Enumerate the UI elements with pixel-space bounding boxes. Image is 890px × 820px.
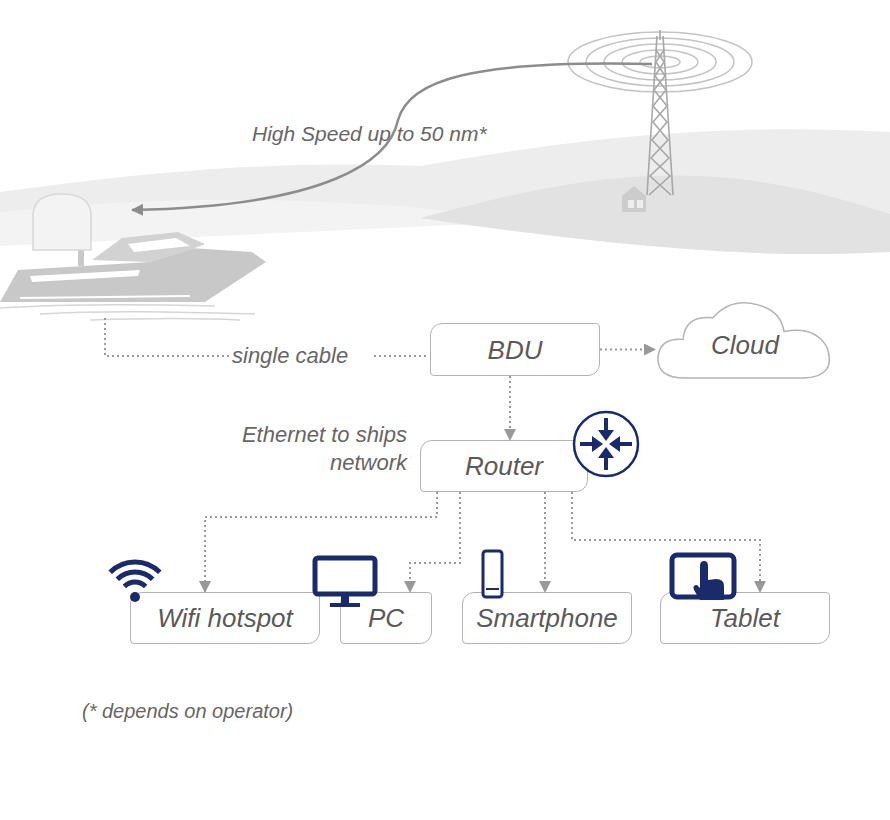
dotted-connector <box>205 492 437 592</box>
ethernet-label: Ethernet to ships network <box>195 421 407 477</box>
tablet-symbol <box>672 555 734 600</box>
cloud-shape: Cloud <box>655 296 835 380</box>
house <box>622 186 646 212</box>
wifi-symbol <box>110 562 160 602</box>
router-symbol <box>574 412 638 476</box>
range-label: High Speed up to 50 nm* <box>252 120 522 148</box>
dotted-connector <box>509 376 511 440</box>
node-text: PC <box>368 603 404 633</box>
smartphone-symbol <box>483 551 502 597</box>
node-text: Router <box>465 451 543 481</box>
footnote: (* depends on operator) <box>82 697 402 725</box>
pc-symbol <box>315 558 375 607</box>
node-text: Wifi hotspot <box>157 603 293 633</box>
radio-tower <box>647 30 673 195</box>
node-text: BDU <box>488 335 543 365</box>
tablet-box: Tablet <box>660 592 830 644</box>
router-box: Router <box>420 440 588 492</box>
node-text: Smartphone <box>476 603 618 633</box>
smartphone-box: Smartphone <box>462 592 632 644</box>
bdu-box: BDU <box>430 323 600 376</box>
node-text: Tablet <box>710 603 780 633</box>
dotted-connector <box>572 492 760 592</box>
dotted-connector <box>410 492 460 592</box>
signal-arrow <box>132 63 652 210</box>
island <box>420 175 890 254</box>
pc-box: PC <box>340 592 432 644</box>
cloud-path <box>658 303 829 378</box>
water-lines <box>0 305 255 320</box>
dotted-connector <box>600 349 655 351</box>
wifi-hotspot-box: Wifi hotspot <box>130 592 320 644</box>
cable-label: single cable <box>232 342 377 370</box>
dotted-connector <box>544 492 546 592</box>
node-text: Cloud <box>711 316 779 360</box>
